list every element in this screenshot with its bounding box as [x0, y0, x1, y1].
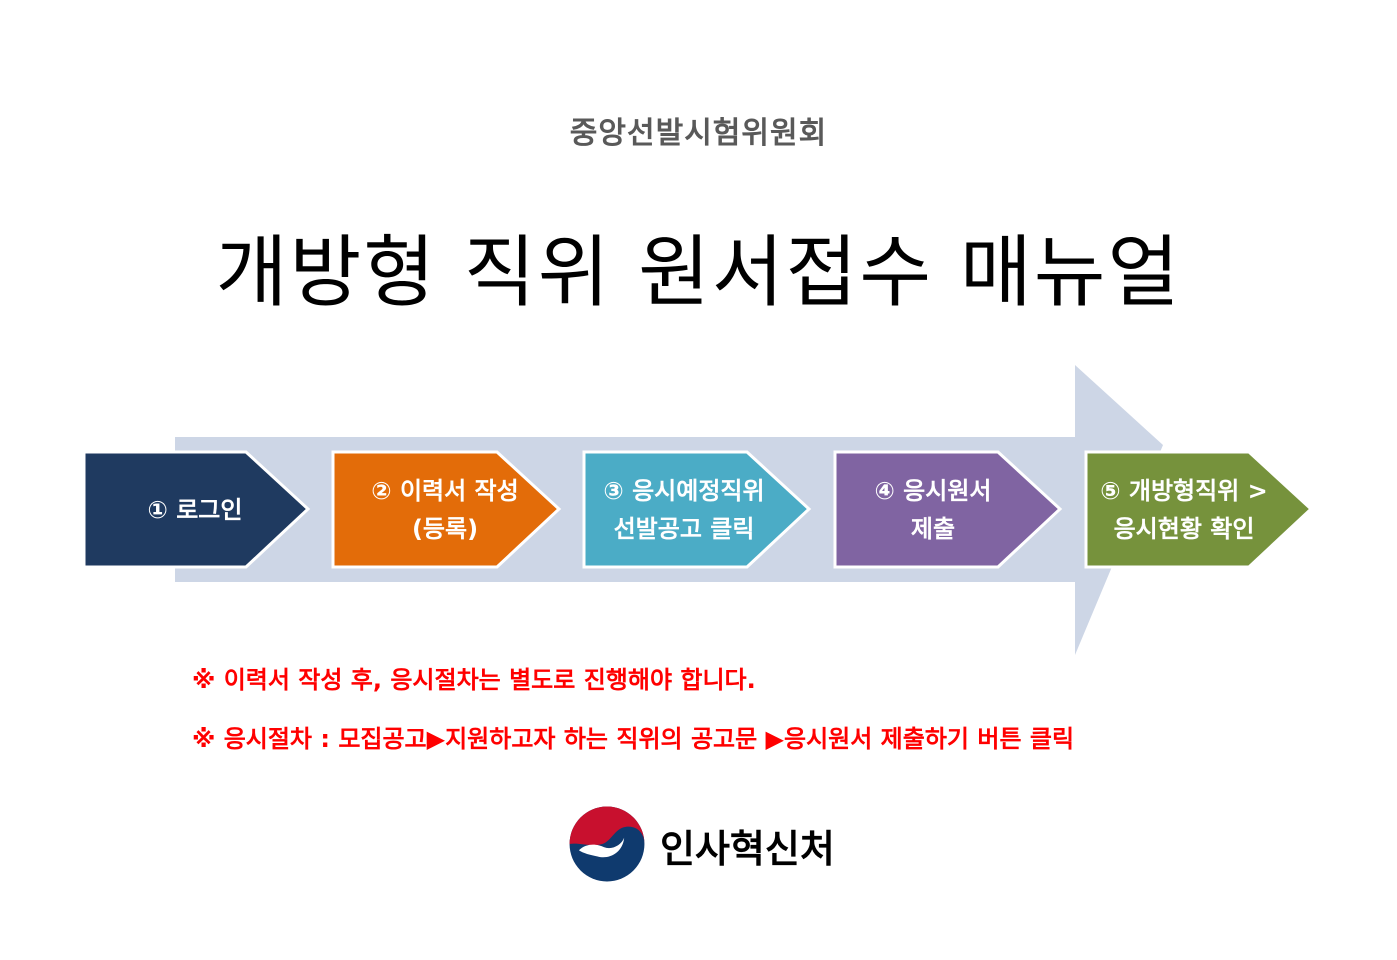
step-4-line1: ④ 응시원서	[874, 476, 992, 505]
government-emblem-icon	[569, 806, 645, 882]
step-1-chevron	[82, 450, 311, 569]
step-2-line1: ② 이력서 작성	[371, 476, 519, 505]
step-3-line1: ③ 응시예정직위	[603, 476, 765, 505]
step-1-line1: ① 로그인	[147, 495, 243, 524]
step-2-chevron	[331, 450, 562, 569]
note-application-procedure: ※ 응시절차 : 모집공고▶지원하고자 하는 직위의 공고문 ▶응시원서 제출하…	[192, 725, 1075, 753]
page-title: 개방형 직위 원서접수 매뉴얼	[215, 228, 1182, 318]
step-4-chevron	[833, 450, 1063, 569]
step-5-line1: ⑤ 개방형직위 >	[1100, 476, 1268, 505]
step-3-chevron	[582, 450, 812, 569]
step-4-line2: 제출	[910, 514, 956, 543]
step-5-line2: 응시현황 확인	[1113, 514, 1255, 543]
step-2-label: ② 이력서 작성 (등록)	[333, 452, 557, 567]
note-resume-separate: ※ 이력서 작성 후, 응시절차는 별도로 진행해야 합니다.	[192, 666, 756, 694]
step-5-label: ⑤ 개방형직위 > 응시현황 확인	[1086, 452, 1282, 567]
step-4-label: ④ 응시원서 제출	[835, 452, 1031, 567]
step-2-line2: (등록)	[411, 514, 479, 543]
organization-name: 중앙선발시험위원회	[569, 116, 828, 151]
step-5-chevron	[1084, 450, 1314, 569]
step-3-line2: 선발공고 클릭	[613, 514, 755, 543]
ministry-name: 인사혁신처	[660, 827, 835, 871]
step-3-label: ③ 응시예정직위 선발공고 클릭	[584, 452, 784, 567]
step-1-label: ① 로그인	[84, 452, 306, 567]
